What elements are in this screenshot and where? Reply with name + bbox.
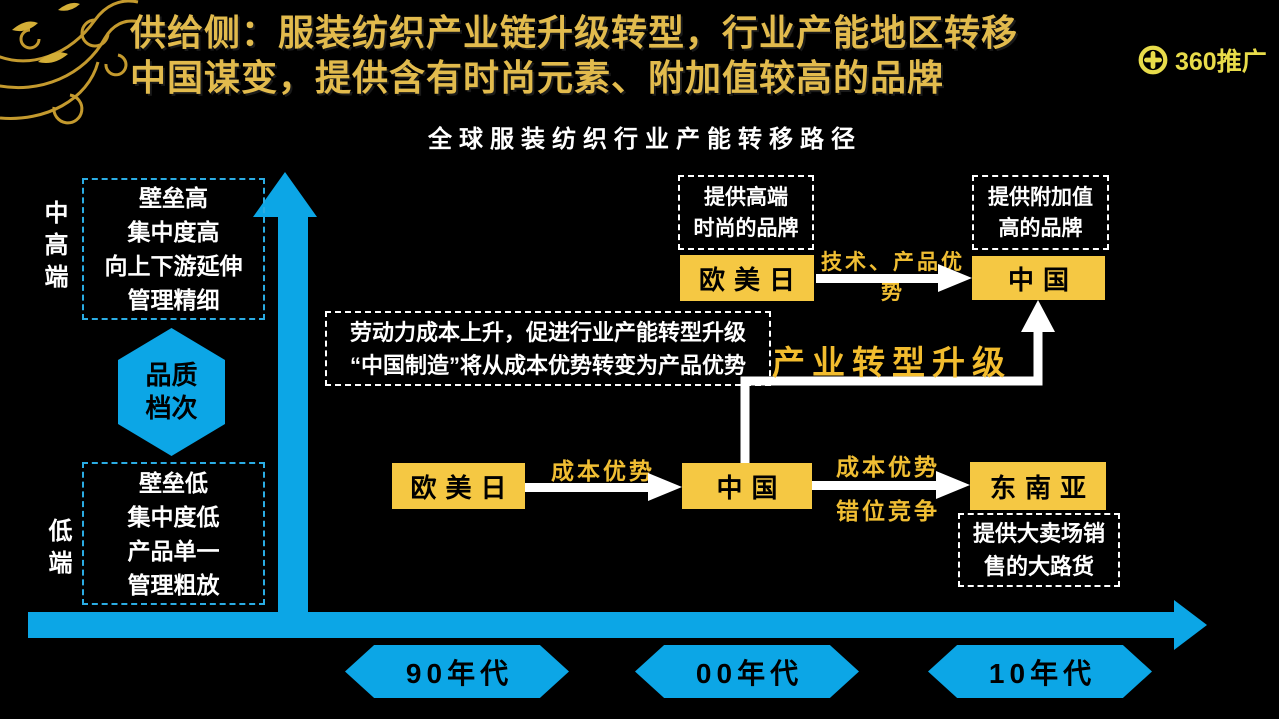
industry-upgrade-label: 产业转型升级 [772, 344, 1012, 381]
node-europe-us-japan-mid: 欧美日 [392, 463, 525, 509]
offer-line: 时尚的品牌 [693, 216, 799, 240]
high-end-trait: 管理精细 [127, 287, 220, 313]
mid-arrow1-shaft [525, 483, 649, 492]
decade-badge-90s: 90年代 [345, 645, 569, 698]
upgrade-elbow-arrow [740, 300, 1055, 464]
mid-arrow1-head [648, 473, 682, 501]
low-end-trait: 产品单一 [127, 537, 220, 564]
y-axis-label-low: 低端 [44, 518, 71, 582]
top-arrow-head [938, 264, 972, 292]
x-axis-arrowhead [1174, 600, 1207, 650]
mass-box-line: 售的大路货 [983, 554, 1094, 579]
mid-arrow2-shaft [812, 481, 938, 490]
node-southeast-asia: 东南亚 [970, 462, 1106, 510]
low-end-trait: 管理粗放 [127, 571, 220, 598]
title-line-2: 中国谋变，提供含有时尚元素、附加值较高的品牌 [130, 57, 945, 98]
offer-line: 提供高端 [704, 185, 788, 209]
high-end-traits-box: 壁垒高 集中度高 向上下游延伸 管理精细 [82, 178, 265, 320]
mass-box-line: 提供大卖场销 [972, 521, 1105, 546]
cost-advantage-label-2: 成本优势 [836, 454, 940, 480]
decade-badge-10s: 10年代 [928, 645, 1152, 698]
x-axis [28, 612, 1174, 638]
floral-ornament-icon [0, 0, 141, 125]
diagram-subtitle: 全球服装纺织行业产能转移路径 [428, 126, 862, 153]
dislocation-competition-label: 错位竞争 [836, 498, 940, 524]
low-end-traits-box: 壁垒低 集中度低 产品单一 管理粗放 [82, 462, 265, 605]
y-axis-label-high: 中高端 [40, 200, 67, 296]
high-end-trait: 向上下游延伸 [104, 253, 243, 279]
offer-line: 高的品牌 [998, 216, 1083, 240]
quality-level-hexagon: 品质 档次 [118, 328, 225, 456]
high-end-trait: 集中度高 [127, 219, 220, 245]
labor-cost-note-box: 劳动力成本上升，促进行业产能转型升级 “中国制造”将从成本优势转变为产品优势 [325, 311, 771, 386]
node-china-mid: 中国 [682, 463, 812, 509]
circle-plus-icon [1138, 45, 1168, 75]
cost-advantage-label-1: 成本优势 [551, 458, 655, 484]
labor-note-line: “中国制造”将从成本优势转变为产品优势 [349, 352, 746, 378]
mass-market-goods-box: 提供大卖场销 售的大路货 [958, 513, 1120, 587]
mid-arrow2-head [936, 471, 970, 499]
logo-text: 360推广 [1175, 48, 1267, 76]
logo-360: 360推广 [1136, 42, 1267, 78]
slide-title: 供给侧：服装纺织产业链升级转型，行业产能地区转移 中国谋变，提供含有时尚元素、附… [130, 10, 1130, 100]
node-china-top: 中国 [972, 256, 1105, 300]
offer-highend-fashion-box: 提供高端 时尚的品牌 [678, 175, 814, 250]
top-arrow-shaft [816, 274, 940, 283]
node-europe-us-japan-top: 欧美日 [680, 255, 814, 301]
quality-hex-line: 品质 [145, 360, 198, 390]
high-end-trait: 壁垒高 [139, 185, 208, 211]
offer-line: 提供附加值 [988, 185, 1093, 209]
quality-hex-line: 档次 [145, 393, 198, 423]
decade-badge-00s: 00年代 [635, 645, 859, 698]
labor-note-line: 劳动力成本上升，促进行业产能转型升级 [349, 319, 746, 345]
tech-product-advantage-label: 技术、产品优势 [821, 251, 965, 304]
offer-value-added-box: 提供附加值 高的品牌 [972, 175, 1109, 250]
low-end-trait: 集中度低 [127, 503, 220, 530]
title-line-1: 供给侧：服装纺织产业链升级转型，行业产能地区转移 [130, 12, 1019, 53]
low-end-trait: 壁垒低 [139, 469, 208, 496]
y-axis [278, 215, 308, 638]
